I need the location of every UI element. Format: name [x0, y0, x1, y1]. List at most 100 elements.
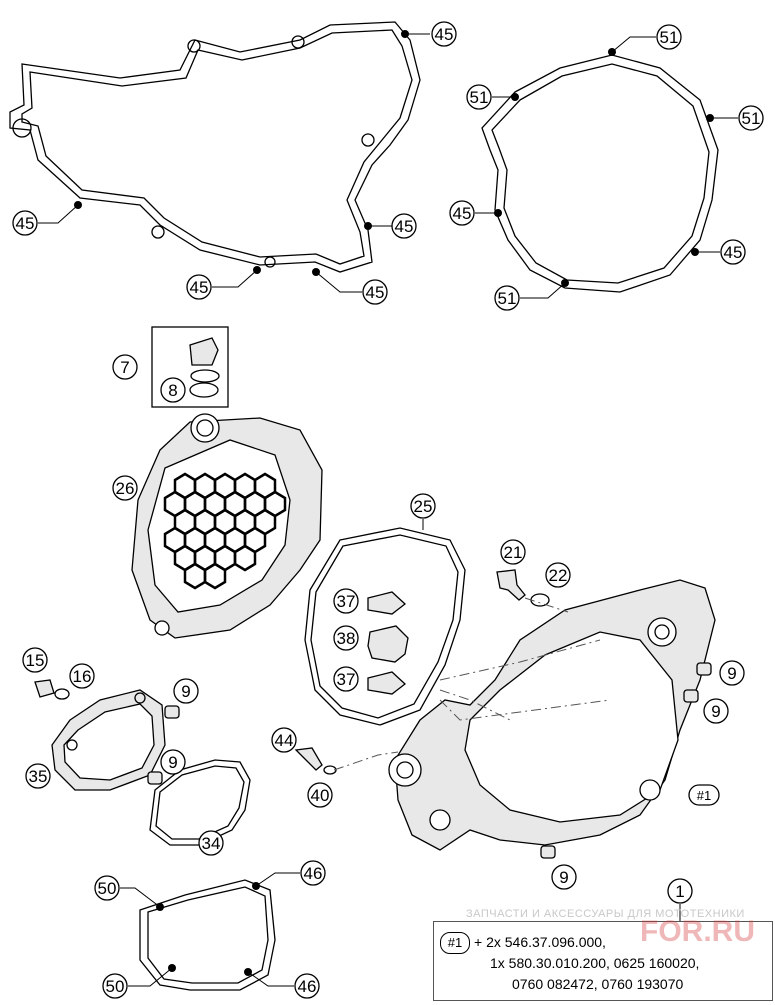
callout-51[interactable]: 51 [494, 285, 520, 311]
callout-9[interactable]: 9 [551, 864, 577, 890]
main-clutch-cover [388, 579, 716, 851]
small-gasket [139, 879, 276, 991]
callout-50[interactable]: 50 [94, 875, 120, 901]
callout-45[interactable]: 45 [720, 239, 746, 265]
svg-text:45: 45 [395, 217, 414, 236]
svg-text:9: 9 [168, 753, 177, 772]
callout-38[interactable]: 38 [333, 625, 359, 651]
svg-text:37: 37 [337, 670, 356, 689]
svg-text:9: 9 [181, 682, 190, 701]
svg-text:51: 51 [470, 88, 489, 107]
inner-cover-gasket [304, 527, 466, 726]
callout-46[interactable]: 46 [300, 860, 326, 886]
callout-35[interactable]: 35 [25, 763, 51, 789]
svg-text:9: 9 [711, 702, 720, 721]
note-line-3: 0760 082472, 0760 193070 [512, 976, 684, 992]
callout-50[interactable]: 50 [102, 973, 128, 999]
svg-text:9: 9 [727, 664, 736, 683]
callout-9[interactable]: 9 [719, 660, 745, 686]
callout-16[interactable]: 16 [69, 663, 95, 689]
small-hardware [34, 569, 712, 859]
callout-9[interactable]: 9 [160, 749, 186, 775]
svg-text:16: 16 [73, 667, 92, 686]
watermark-subtitle: ЗАПЧАСТИ И АКСЕССУАРЫ ДЛЯ МОТОТЕХНИКИ [466, 908, 745, 920]
sleeve-9b [147, 771, 163, 785]
callout-7[interactable]: 7 [112, 354, 138, 380]
seal-37-top [367, 591, 407, 615]
callout-51[interactable]: 51 [656, 24, 682, 50]
svg-text:46: 46 [298, 977, 317, 996]
callout-51[interactable]: 51 [738, 105, 764, 131]
ignition-cover-gasket [481, 54, 719, 293]
outer-clutch-cover [131, 413, 323, 639]
callout-45[interactable]: 45 [186, 274, 212, 300]
callout-22[interactable]: 22 [545, 562, 571, 588]
svg-text:44: 44 [275, 731, 294, 750]
callout-34[interactable]: 34 [198, 830, 224, 856]
washer-40 [323, 765, 337, 775]
honeycomb-grille [163, 472, 287, 590]
svg-text:50: 50 [106, 977, 125, 996]
svg-text:45: 45 [453, 204, 472, 223]
svg-text:51: 51 [498, 289, 517, 308]
svg-text:25: 25 [414, 497, 433, 516]
callout-37[interactable]: 37 [333, 588, 359, 614]
screw-plug-group [151, 326, 229, 408]
seal-38 [367, 625, 409, 663]
callout-46[interactable]: 46 [294, 973, 320, 999]
svg-text:7: 7 [120, 358, 129, 377]
screw-21 [496, 569, 526, 601]
bolt-hole-dots[interactable] [74, 30, 714, 976]
svg-text:22: 22 [549, 566, 568, 585]
alignment-lines [333, 597, 611, 771]
callout-1[interactable]: 1 [667, 878, 693, 904]
callout-45[interactable]: 45 [391, 213, 417, 239]
callout-45[interactable]: 45 [431, 21, 457, 47]
svg-text:45: 45 [435, 25, 454, 44]
svg-text:50: 50 [98, 879, 117, 898]
callout-40[interactable]: 40 [307, 782, 333, 808]
callout-ref1[interactable]: #1 [688, 784, 720, 806]
svg-text:34: 34 [202, 834, 221, 853]
svg-text:26: 26 [116, 479, 135, 498]
note-ref-badge: #1 [440, 932, 470, 954]
svg-text:51: 51 [742, 109, 761, 128]
svg-text:37: 37 [337, 592, 356, 611]
svg-text:21: 21 [504, 543, 523, 562]
watermark-logo: FOR.RU [640, 915, 755, 948]
callout-45[interactable]: 45 [449, 200, 475, 226]
svg-text:38: 38 [337, 629, 356, 648]
callout-45[interactable]: 45 [362, 279, 388, 305]
seal-37-bottom [367, 671, 407, 695]
callout-9[interactable]: 9 [703, 698, 729, 724]
svg-text:45: 45 [190, 278, 209, 297]
callout-8[interactable]: 8 [160, 377, 186, 403]
callout-45[interactable]: 45 [12, 210, 38, 236]
callout-15[interactable]: 15 [22, 647, 48, 673]
callout-25[interactable]: 25 [410, 493, 436, 519]
callout-26[interactable]: 26 [112, 475, 138, 501]
sleeve-9c [696, 662, 712, 676]
svg-text:45: 45 [724, 243, 743, 262]
callout-37[interactable]: 37 [333, 666, 359, 692]
callout-9[interactable]: 9 [173, 678, 199, 704]
callout-44[interactable]: 44 [271, 727, 297, 753]
svg-text:46: 46 [304, 864, 323, 883]
clutch-cover-gasket [9, 21, 421, 273]
water-pump-gasket [149, 759, 251, 846]
svg-text:51: 51 [660, 28, 679, 47]
note-line-1: + 2x 546.37.096.000, [474, 934, 606, 950]
plug-15 [34, 679, 55, 698]
sleeve-9d [683, 689, 699, 703]
svg-text:35: 35 [29, 767, 48, 786]
water-pump-cover [51, 689, 166, 791]
callout-21[interactable]: 21 [500, 539, 526, 565]
leaders [38, 33, 738, 987]
callout-51[interactable]: 51 [466, 84, 492, 110]
svg-text:15: 15 [26, 651, 45, 670]
sleeve-9a [164, 705, 180, 719]
note-line-2: 1x 580.30.010.200, 0625 160020, [490, 955, 700, 971]
svg-text:9: 9 [559, 868, 568, 887]
svg-text:40: 40 [311, 786, 330, 805]
